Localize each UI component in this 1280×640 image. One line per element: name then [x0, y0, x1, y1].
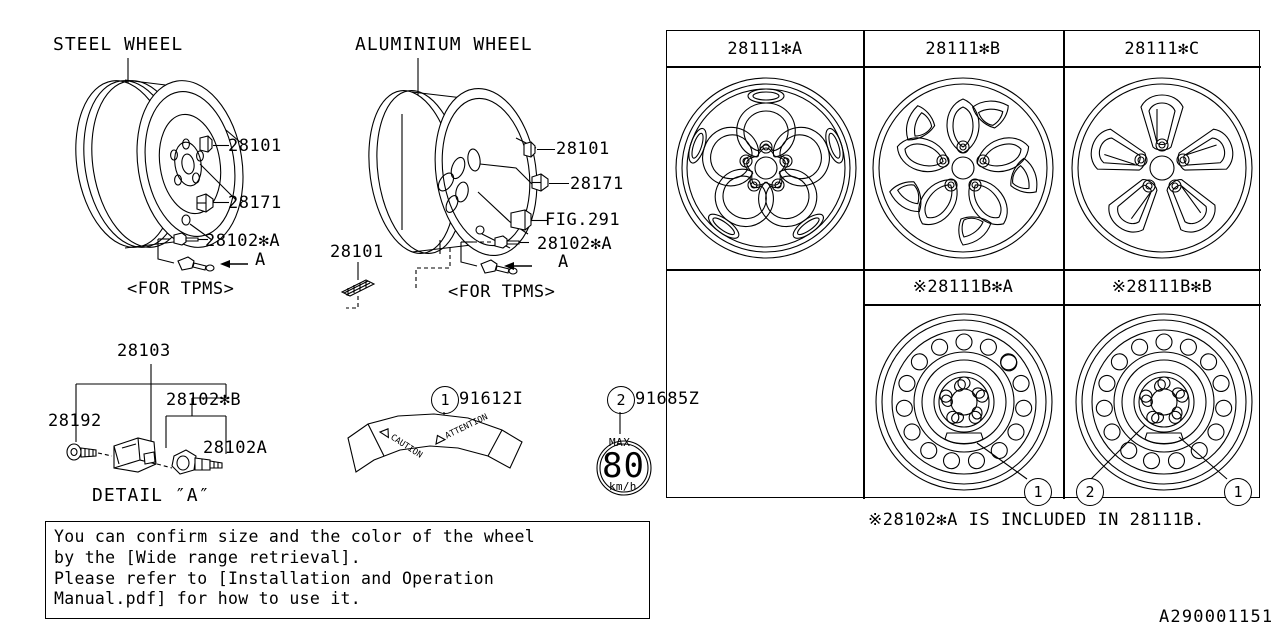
wheel-illustration-28111a [675, 77, 857, 259]
diagram-id-code: A290001151 [1159, 607, 1274, 627]
grid-callout-2-cell-b: 2 [1076, 478, 1104, 506]
alu-detail-arrow-icon [504, 262, 532, 270]
alu-lug-nut-icon [531, 173, 549, 192]
wheel-variant-grid: 28111✻A 28111✻B 28111✻C [666, 30, 1261, 506]
grid-hline-row1-bottom [667, 269, 1261, 271]
steel-callout-28171: 28171 [228, 193, 282, 213]
wheel-illustration-28111c [1071, 77, 1253, 259]
grid-header-28111b: 28111✻B [925, 38, 1001, 59]
grid-header-28111a: 28111✻A [727, 38, 803, 59]
aluminium-wheel-title: ALUMINIUM WHEEL [355, 34, 533, 55]
alu-center-cap-icon [510, 209, 532, 231]
alu-callout-28171: 28171 [570, 174, 624, 194]
steel-callout-28102a: 28102✻A [205, 231, 281, 251]
wheel-illustration-28111b [872, 77, 1054, 259]
grid-header-28111c: 28111✻C [1124, 38, 1200, 59]
grid-header-28111b-b: ※28111B✻B [1111, 276, 1213, 297]
steel-tpms-bracket [157, 232, 215, 272]
alu-leader-28101 [537, 148, 555, 151]
detail-callout-28103: 28103 [117, 341, 171, 361]
steel-leader-28171 [213, 201, 229, 204]
note-box: You can confirm size and the color of th… [45, 521, 650, 619]
steel-wheel-illustration [75, 58, 244, 249]
grid-callout-1-cell-b: 1 [1224, 478, 1252, 506]
grid-header-28111b-a: ※28111B✻A [912, 276, 1014, 297]
grid-hline-row2-header [863, 304, 1261, 306]
alu-leader-28171 [549, 182, 569, 185]
label-code-91612i: 91612I [459, 389, 524, 409]
speed-limit-unit: km/h [609, 480, 637, 493]
alu-callout-28101: 28101 [556, 139, 610, 159]
caution-arc-label-illustration: CAUTION ATTENTION [347, 412, 523, 473]
alu-callout-28102a: 28102✻A [537, 234, 613, 254]
label-callout-circle-1: 1 [431, 386, 459, 414]
wheel-illustration-28111b-a [875, 313, 1053, 491]
steel-valve-cap-icon [199, 135, 213, 153]
steel-detail-arrow-icon [220, 260, 248, 268]
alu-tpms-note: <FOR TPMS> [448, 282, 556, 302]
speed-limit-max-text: MAX [609, 436, 631, 449]
steel-tpms-note: <FOR TPMS> [127, 279, 235, 299]
detail-callout-28192: 28192 [48, 411, 102, 431]
speed-limit-disc-illustration [596, 412, 652, 496]
wheel-illustration-28111b-b [1075, 313, 1253, 491]
steel-wheel-title: STEEL WHEEL [53, 34, 184, 55]
steel-lug-nut-icon [196, 193, 214, 213]
grid-vline-1 [863, 31, 865, 499]
steel-callout-28101: 28101 [228, 136, 282, 156]
label-callout-circle-2: 2 [607, 386, 635, 414]
alu-tpms-bracket [460, 235, 529, 275]
grid-footnote: ※28102✻A IS INCLUDED IN 28111B. [868, 510, 1205, 530]
alu-valve-cap-icon [523, 141, 536, 158]
detail-callout-28102a-sub: 28102A [203, 438, 268, 458]
alu-callout-balance-weight: 28101 [330, 242, 384, 262]
alu-callout-fig291: FIG.291 [545, 210, 621, 230]
steel-leader-28101 [213, 144, 229, 147]
steel-callout-detail-a: A [255, 250, 266, 270]
speed-limit-value: 80 [602, 446, 645, 486]
detail-a-illustration [66, 364, 227, 475]
alu-callout-detail-a: A [558, 252, 569, 272]
grid-hline-row1-header [667, 66, 1261, 68]
detail-callout-28102b: 28102✻B [166, 390, 242, 410]
balance-weight-icon [340, 262, 376, 309]
alu-leader-fig291 [531, 219, 547, 222]
grid-callout-1-cell-a: 1 [1024, 478, 1052, 506]
grid-vline-2 [1063, 31, 1065, 499]
detail-a-title: DETAIL ″A″ [92, 485, 211, 506]
